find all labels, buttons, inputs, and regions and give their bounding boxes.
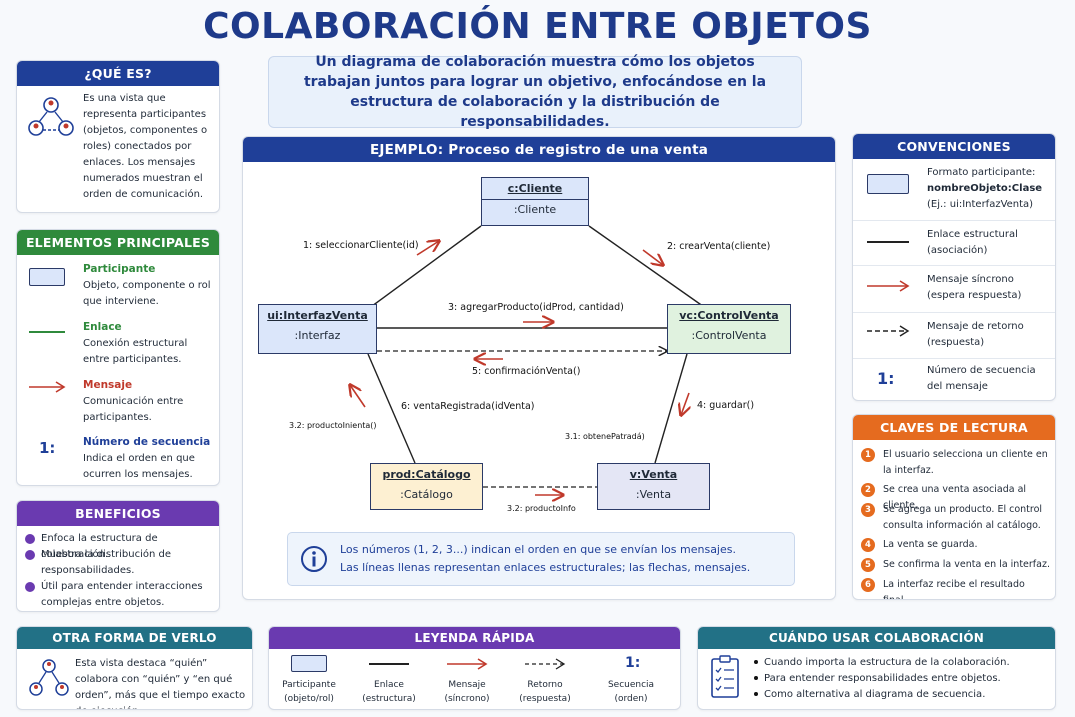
- checklist-icon: [711, 655, 739, 698]
- elementos-card: ELEMENTOS PRINCIPALES Participante Objet…: [16, 229, 220, 486]
- sequence-symbol: 1:: [39, 439, 56, 457]
- message-label: 5: confirmaciónVenta(): [472, 366, 581, 377]
- beneficio-item: Enfoca la estructura de colaboración.: [25, 531, 215, 563]
- participant-venta: v:Venta :Venta: [597, 463, 710, 510]
- clave-item: 6La interfaz recibe el resultado final.: [861, 577, 1051, 599]
- cuando-item: Cuando importa la estructura de la colab…: [754, 655, 1010, 670]
- link-symbol: [867, 241, 909, 243]
- return-arrow-icon: [867, 325, 910, 337]
- participant-interfaz: ui:InterfazVenta :Interfaz: [258, 304, 377, 354]
- cuando-item: Como alternativa al diagrama de secuenci…: [754, 687, 985, 702]
- sequence-symbol: 1:: [625, 655, 641, 671]
- message-label: 3: agregarProducto(idProd, cantidad): [448, 302, 624, 313]
- elemento-mensaje-title: Mensaje: [83, 379, 133, 391]
- legend-mensaje: Mensaje(síncrono): [444, 680, 490, 704]
- sync-arrow-icon: [867, 280, 910, 292]
- participant-symbol: [29, 268, 65, 286]
- elemento-enlace-title: Enlace: [83, 321, 122, 333]
- beneficio-item: Útil para entender interacciones complej…: [25, 579, 215, 611]
- info-note: Los números (1, 2, 3...) indican el orde…: [287, 532, 795, 586]
- ejemplo-header: EJEMPLO: Proceso de registro de una vent…: [243, 137, 835, 162]
- conv-secuencia: Número de secuencia del mensaje: [927, 365, 1036, 392]
- legend-enlace: Enlace(estructura): [362, 680, 416, 704]
- sequence-symbol: 1:: [877, 369, 895, 388]
- check-icon: [25, 534, 35, 544]
- check-icon: [25, 582, 35, 592]
- leyenda-card: LEYENDA RÁPIDA Participante(objeto/rol) …: [268, 626, 681, 710]
- divider: [853, 312, 1055, 313]
- info-icon: [301, 546, 327, 572]
- beneficios-card: BENEFICIOS Enfoca la estructura de colab…: [16, 500, 220, 612]
- message-label: 3.2: productoInienta(): [289, 421, 377, 430]
- otra-forma-header: OTRA FORMA DE VERLO: [17, 627, 252, 649]
- elemento-participante-title: Participante: [83, 263, 156, 275]
- conv-mensaje: Mensaje síncrono (espera respuesta): [927, 274, 1022, 301]
- elemento-enlace-desc: Conexión estructural entre participantes…: [83, 338, 188, 365]
- participant-cliente: c:Cliente :Cliente: [481, 177, 589, 226]
- page-title: COLABORACIÓN ENTRE OBJETOS: [203, 6, 872, 47]
- participant-symbol: [867, 174, 909, 194]
- otra-forma-text: Esta vista destaca “quién” colabora con …: [75, 658, 246, 709]
- people-network-icon: [28, 97, 74, 136]
- que-es-header: ¿QUÉ ES?: [17, 61, 219, 86]
- divider: [853, 220, 1055, 221]
- conv-retorno: Mensaje de retorno (respuesta): [927, 321, 1024, 348]
- leyenda-header: LEYENDA RÁPIDA: [269, 627, 680, 649]
- message-label: 1: seleccionarCliente(id): [303, 240, 419, 251]
- convenciones-card: CONVENCIONES Formato participante: nombr…: [852, 133, 1056, 401]
- elementos-header: ELEMENTOS PRINCIPALES: [17, 230, 219, 255]
- message-arrow-icon: [29, 381, 66, 393]
- conv-participante: Formato participante: nombreObjeto:Clase…: [927, 167, 1043, 210]
- message-label: 6: ventaRegistrada(idVenta): [401, 401, 535, 412]
- divider: [853, 358, 1055, 359]
- people-network-icon: [29, 659, 69, 696]
- message-label: 3.2: productoInfo: [507, 504, 576, 513]
- intro-text: Un diagrama de colaboración muestra cómo…: [268, 54, 802, 130]
- note-line-1: Los números (1, 2, 3...) indican el orde…: [340, 543, 736, 556]
- link-symbol: [369, 663, 409, 665]
- legend-retorno: Retorno(respuesta): [519, 680, 571, 704]
- elemento-secuencia-desc: Indica el orden en que ocurren los mensa…: [83, 453, 195, 480]
- participant-catalogo: prod:Catálogo :Catálogo: [370, 463, 483, 510]
- beneficio-item: Muestra la distribución de responsabilid…: [25, 547, 215, 579]
- ejemplo-card: EJEMPLO: Proceso de registro de una vent…: [242, 136, 836, 600]
- que-es-card: ¿QUÉ ES? Es una vista que representa par…: [16, 60, 220, 213]
- cuando-header: CUÁNDO USAR COLABORACIÓN: [698, 627, 1055, 649]
- collaboration-diagram: [243, 225, 708, 600]
- note-line-2: Las líneas llenas representan enlaces es…: [340, 561, 751, 574]
- message-label: 3.1: obtenePatradá): [565, 432, 645, 441]
- message-label: 2: crearVenta(cliente): [667, 241, 771, 252]
- que-es-text: Es una vista que representa participante…: [83, 93, 208, 200]
- message-label: 4: guardar(): [697, 400, 755, 411]
- divider: [853, 265, 1055, 266]
- elemento-participante-desc: Objeto, componente o rol que interviene.: [83, 280, 211, 307]
- otra-forma-card: OTRA FORMA DE VERLO Esta vista destaca “…: [16, 626, 253, 710]
- conv-enlace: Enlace estructural (asociación): [927, 229, 1018, 256]
- link-symbol: [29, 331, 65, 333]
- participant-control: vc:ControlVenta :ControlVenta: [667, 304, 791, 354]
- check-icon: [25, 550, 35, 560]
- cuando-item: Para entender responsabilidades entre ob…: [754, 671, 1001, 686]
- elemento-mensaje-desc: Comunicación entre participantes.: [83, 396, 184, 423]
- elemento-secuencia-title: Número de secuencia: [83, 436, 211, 448]
- convenciones-header: CONVENCIONES: [853, 134, 1055, 159]
- return-arrow-icon: [525, 658, 566, 670]
- beneficios-header: BENEFICIOS: [17, 501, 219, 526]
- claves-header: CLAVES DE LECTURA: [853, 415, 1055, 440]
- legend-secuencia: Secuencia(orden): [607, 680, 655, 704]
- message-arrow-icon: [447, 658, 488, 670]
- cuando-card: CUÁNDO USAR COLABORACIÓN Cuando importa …: [697, 626, 1056, 710]
- participant-symbol: [291, 655, 327, 672]
- legend-participante: Participante(objeto/rol): [282, 680, 336, 704]
